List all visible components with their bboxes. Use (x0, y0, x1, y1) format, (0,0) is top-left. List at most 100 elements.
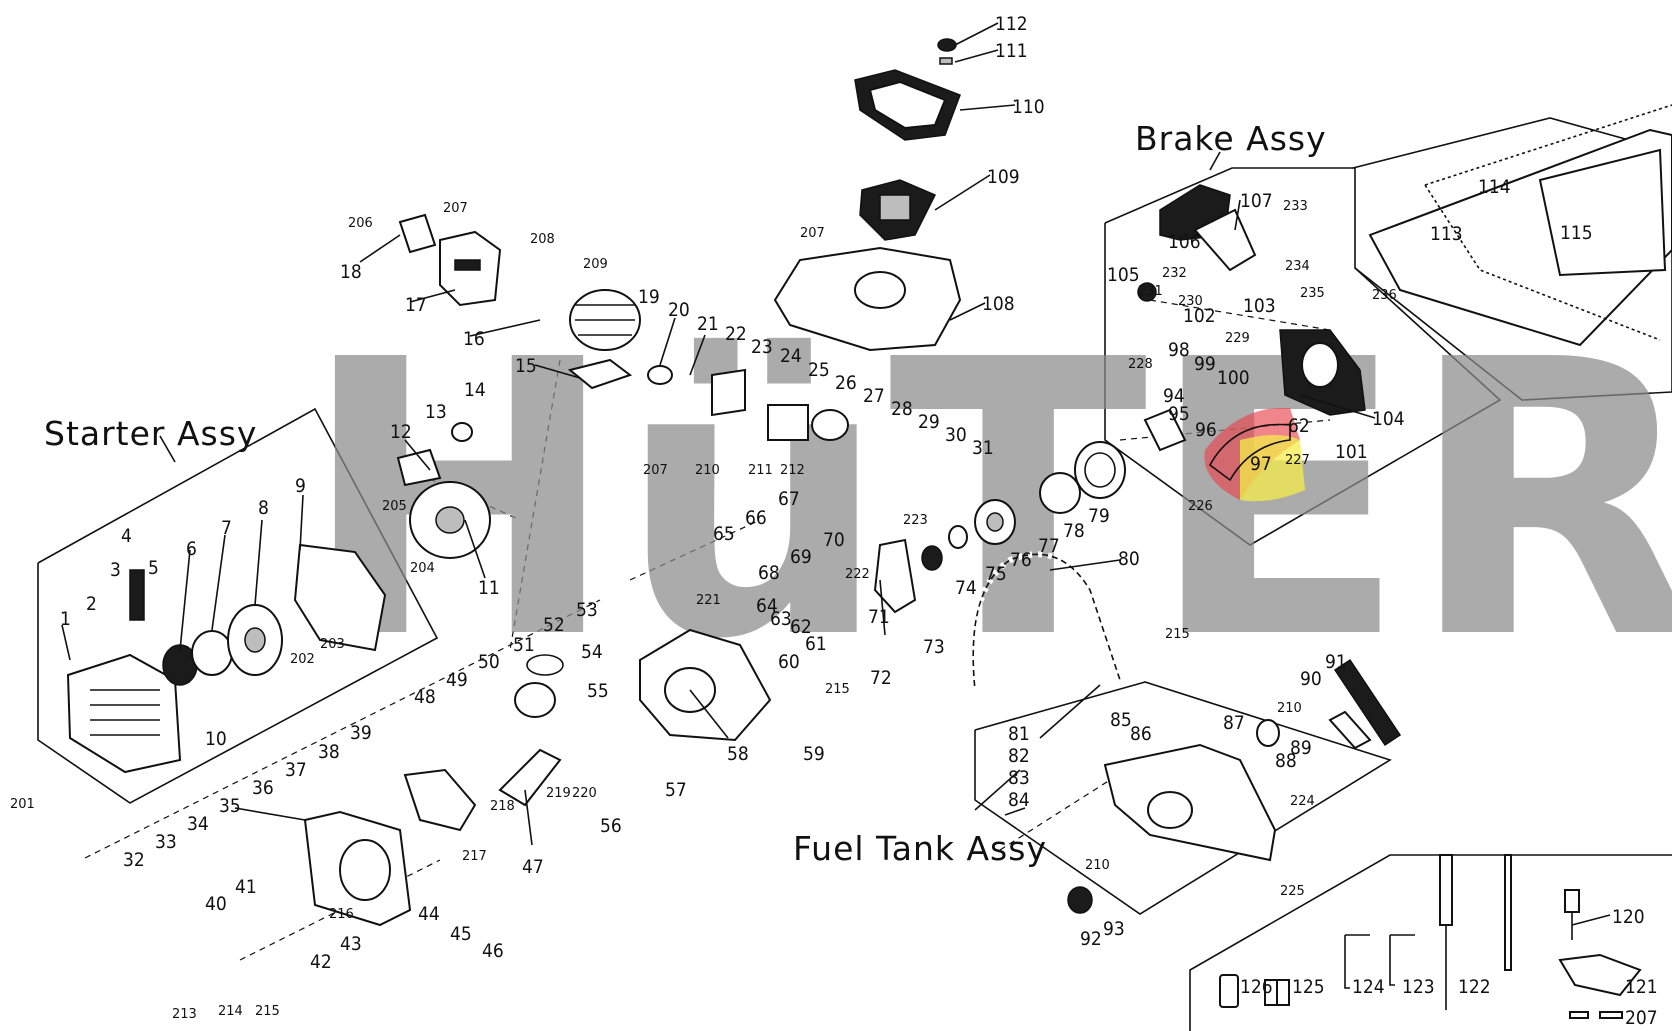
part-label[interactable]: 77 (1038, 535, 1060, 557)
part-label[interactable]: 102 (1183, 305, 1216, 327)
part-label[interactable]: 208 (530, 232, 555, 247)
part-label[interactable]: 62 (790, 616, 812, 638)
part-label[interactable]: 2 (86, 593, 97, 615)
part-label[interactable]: 33 (155, 831, 177, 853)
intake-20[interactable] (647, 365, 673, 385)
part-label[interactable]: 42 (310, 951, 332, 973)
part-label[interactable]: 233 (1283, 199, 1308, 214)
part-label[interactable]: 98 (1168, 339, 1190, 361)
part-label[interactable]: 226 (1188, 499, 1213, 514)
fan-housing-9[interactable] (293, 543, 387, 652)
cylinder-16[interactable] (569, 289, 641, 351)
part-label[interactable]: 223 (903, 513, 928, 528)
starter-cover-1[interactable] (66, 653, 182, 774)
part-label[interactable]: 3 (110, 559, 121, 581)
part-label[interactable]: 10 (205, 728, 227, 750)
part-label[interactable]: 232 (1162, 266, 1187, 281)
part-label[interactable]: 82 (1008, 745, 1030, 767)
part-label[interactable]: 228 (1128, 357, 1153, 372)
part-label[interactable]: 8 (258, 497, 269, 519)
part-label[interactable]: 21 (697, 313, 719, 335)
part-label[interactable]: 86 (1130, 723, 1152, 745)
tool-hex-123[interactable] (1389, 934, 1415, 986)
part-label[interactable]: 204 (410, 561, 435, 576)
tool-screwdriver-122[interactable] (1439, 854, 1453, 1010)
air-filter-109[interactable] (859, 179, 937, 241)
part-label[interactable]: 121 (1625, 976, 1658, 998)
part-label[interactable]: 215 (1165, 627, 1190, 642)
ignition-coil-12[interactable] (396, 448, 442, 487)
part-label[interactable]: 67 (778, 488, 800, 510)
part-label[interactable]: 7 (221, 517, 232, 539)
part-label[interactable]: 97 (1250, 453, 1272, 475)
part-label[interactable]: 16 (463, 328, 485, 350)
part-label[interactable]: 112 (995, 13, 1028, 35)
part-label[interactable]: 111 (995, 40, 1028, 62)
part-label[interactable]: 61 (805, 633, 827, 655)
bearing-74[interactable] (921, 545, 943, 571)
trigger-90[interactable] (1328, 710, 1372, 750)
sprocket-76[interactable] (974, 499, 1016, 545)
part-label[interactable]: 51 (513, 634, 535, 656)
part-label[interactable]: 96 (1195, 419, 1217, 441)
part-label[interactable]: 106 (1168, 231, 1201, 253)
part-label[interactable]: 5 (148, 557, 159, 579)
part-label[interactable]: 46 (482, 940, 504, 962)
part-label[interactable]: 24 (780, 345, 802, 367)
part-label[interactable]: 90 (1300, 668, 1322, 690)
part-label[interactable]: 30 (945, 424, 967, 446)
front-handle-80[interactable] (970, 551, 1123, 691)
part-label[interactable]: 114 (1478, 176, 1511, 198)
part-label[interactable]: 32 (123, 849, 145, 871)
part-label[interactable]: 27 (863, 385, 885, 407)
part-label[interactable]: 207 (443, 201, 468, 216)
part-label[interactable]: 93 (1103, 918, 1125, 940)
part-label[interactable]: 68 (758, 562, 780, 584)
part-label[interactable]: 92 (1080, 928, 1102, 950)
part-label[interactable]: 6 (186, 538, 197, 560)
part-label[interactable]: 1 (60, 608, 71, 630)
part-label[interactable]: 28 (891, 398, 913, 420)
part-label[interactable]: 234 (1285, 259, 1310, 274)
part-label[interactable]: 220 (572, 786, 597, 801)
part-label[interactable]: 20 (668, 299, 690, 321)
part-label[interactable]: 213 (172, 1007, 197, 1022)
part-label[interactable]: 126 (1240, 976, 1273, 998)
carburetor-24[interactable] (767, 404, 849, 441)
rear-handle-91[interactable] (1333, 658, 1402, 747)
bracket-94[interactable] (1143, 408, 1187, 452)
part-label[interactable]: 14 (464, 379, 486, 401)
part-label[interactable]: 100 (1217, 367, 1250, 389)
part-label[interactable]: 207 (800, 226, 825, 241)
part-label[interactable]: 70 (823, 529, 845, 551)
part-label[interactable]: 229 (1225, 331, 1250, 346)
part-label[interactable]: 73 (923, 636, 945, 658)
part-label[interactable]: 11 (478, 577, 500, 599)
part-label[interactable]: 99 (1194, 353, 1216, 375)
part-label[interactable]: 37 (285, 759, 307, 781)
part-label[interactable]: 23 (751, 336, 773, 358)
part-label[interactable]: 115 (1560, 222, 1593, 244)
tool-gauge-121[interactable] (1558, 953, 1642, 997)
ring-52[interactable] (526, 654, 564, 676)
cover-115[interactable] (1538, 148, 1667, 277)
part-label[interactable]: 55 (587, 680, 609, 702)
part-label[interactable]: 107 (1240, 190, 1273, 212)
tool-pin-207[interactable] (1569, 1011, 1623, 1019)
part-label[interactable]: 110 (1012, 96, 1045, 118)
part-label[interactable]: 101 (1335, 441, 1368, 463)
part-label[interactable]: 124 (1352, 976, 1385, 998)
part-label[interactable]: 221 (696, 593, 721, 608)
part-label[interactable]: 48 (414, 686, 436, 708)
part-label[interactable]: 87 (1223, 712, 1245, 734)
part-label[interactable]: 95 (1168, 403, 1190, 425)
part-label[interactable]: 211 (748, 463, 773, 478)
part-label[interactable]: 62 (1288, 415, 1310, 437)
part-label[interactable]: 49 (446, 669, 468, 691)
part-label[interactable]: 88 (1275, 750, 1297, 772)
part-label[interactable]: 72 (870, 667, 892, 689)
part-label[interactable]: 19 (638, 286, 660, 308)
part-label[interactable]: 64 (756, 595, 778, 617)
nut-105[interactable] (1137, 282, 1157, 302)
part-label[interactable]: 210 (1085, 858, 1110, 873)
